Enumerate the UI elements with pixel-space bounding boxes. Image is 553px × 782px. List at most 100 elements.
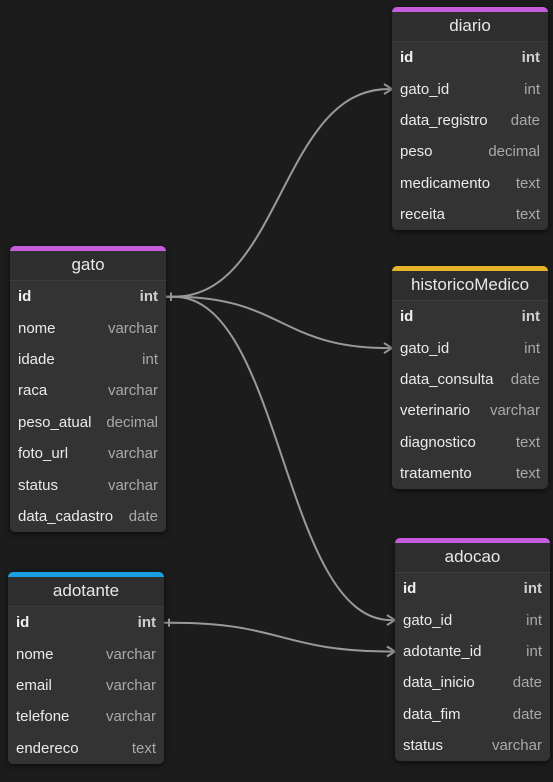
table-accent-bar [395, 538, 550, 543]
relation-line-0 [166, 88, 392, 298]
column-type: date [510, 111, 540, 129]
column-type: varchar [107, 319, 158, 337]
column-name: telefone [16, 708, 70, 726]
column-type: int [526, 611, 542, 629]
column-row-endereco[interactable]: endereco text [8, 733, 164, 764]
column-row-data_cadastro[interactable]: data_cadastro date [10, 501, 166, 532]
column-name: medicamento [400, 174, 491, 192]
column-name: gato_id [400, 80, 450, 98]
column-name: raca [18, 382, 48, 400]
relation-line-3 [164, 621, 395, 653]
column-row-gato_id[interactable]: gato_id int [392, 332, 548, 363]
column-type: date [128, 507, 158, 525]
column-type: int [137, 614, 156, 632]
column-row-idade[interactable]: idade int [10, 344, 166, 375]
relation-many-marker [386, 645, 397, 658]
column-row-peso_atual[interactable]: peso_atual decimal [10, 407, 166, 438]
column-name: data_registro [400, 111, 488, 129]
column-name: data_consulta [400, 370, 494, 388]
column-name: foto_url [18, 445, 69, 463]
column-name: endereco [16, 739, 79, 757]
table-accent-bar [392, 266, 548, 271]
column-row-data_inicio[interactable]: data_inicio date [395, 667, 550, 698]
column-name: email [16, 676, 52, 694]
column-row-nome[interactable]: nome varchar [10, 312, 166, 343]
column-type: varchar [107, 382, 158, 400]
column-type: varchar [107, 476, 158, 494]
relation-line-1 [166, 295, 392, 350]
column-name: peso_atual [18, 413, 92, 431]
column-name: status [403, 737, 444, 755]
column-type: text [131, 739, 156, 757]
relation-many-marker [383, 83, 394, 95]
column-type: decimal [488, 143, 540, 161]
column-row-foto_url[interactable]: foto_url varchar [10, 438, 166, 469]
column-name: data_inicio [403, 674, 475, 692]
column-row-veterinario[interactable]: veterinario varchar [392, 395, 548, 426]
table-gato[interactable]: gato id int nome varchar idade int raca varchar… [10, 246, 166, 533]
table-accent-bar [10, 246, 166, 251]
column-name: data_cadastro [18, 507, 114, 525]
column-name: id [18, 288, 32, 306]
column-type: int [142, 350, 158, 368]
column-name: nome [18, 319, 56, 337]
column-row-data_registro[interactable]: data_registro date [392, 105, 548, 136]
column-row-raca[interactable]: raca varchar [10, 375, 166, 406]
column-row-data_fim[interactable]: data_fim date [395, 699, 550, 730]
column-name: id [400, 308, 414, 326]
column-type: int [524, 80, 540, 98]
table-accent-bar [392, 7, 548, 12]
column-name: receita [400, 206, 446, 224]
column-name: data_fim [403, 705, 461, 723]
relation-many-marker [386, 614, 397, 626]
column-type: int [139, 288, 158, 306]
column-row-gato_id[interactable]: gato_id int [392, 73, 548, 104]
column-type: date [512, 674, 542, 692]
column-type: varchar [105, 708, 156, 726]
column-row-adotante_id[interactable]: adotante_id int [395, 636, 550, 667]
column-type: decimal [106, 413, 158, 431]
column-type: varchar [107, 445, 158, 463]
column-name: idade [18, 350, 55, 368]
column-name: id [400, 49, 414, 67]
table-title: adotante [8, 577, 164, 607]
table-diario[interactable]: diario id int gato_id int data_registro date p… [392, 7, 548, 231]
column-type: int [526, 642, 542, 660]
column-type: text [515, 433, 540, 451]
column-row-telefone[interactable]: telefone varchar [8, 701, 164, 732]
column-name: adotante_id [403, 642, 482, 660]
column-name: veterinario [400, 402, 471, 420]
column-type: int [521, 49, 540, 67]
table-title: gato [10, 251, 166, 281]
column-type: varchar [489, 402, 540, 420]
column-type: date [512, 705, 542, 723]
column-row-id[interactable]: id int [10, 281, 166, 312]
column-name: tratamento [400, 465, 472, 483]
column-list: id int nome varchar idade int raca varchar peso_… [10, 281, 166, 533]
table-title: adocao [395, 543, 550, 573]
column-row-id[interactable]: id int [392, 42, 548, 73]
column-name: gato_id [400, 339, 450, 357]
column-type: int [524, 339, 540, 357]
column-name: id [403, 580, 417, 598]
table-title: diario [392, 12, 548, 42]
